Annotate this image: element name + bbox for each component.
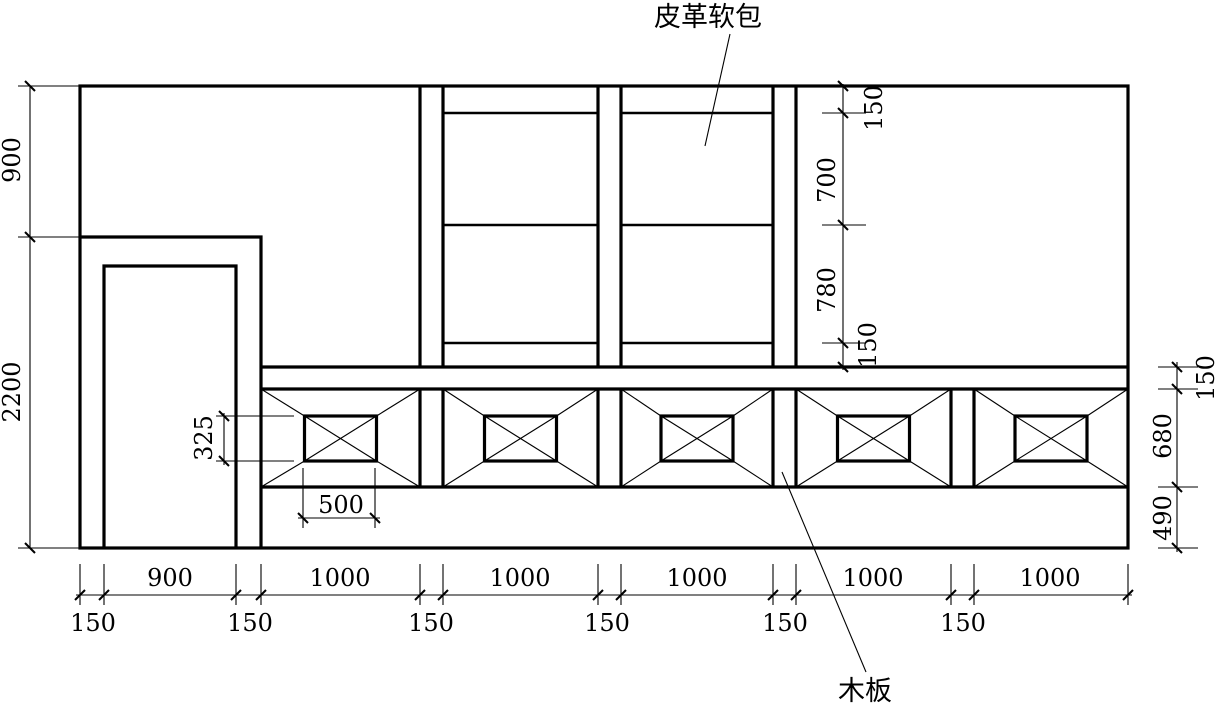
dim-label: 1000 <box>489 564 550 592</box>
panel-diagonal <box>909 460 952 488</box>
left-dimensions: 900 2200 <box>0 80 80 554</box>
dim-label: 150 <box>854 322 882 368</box>
door <box>80 235 263 548</box>
leather-label: 皮革软包 <box>654 2 762 33</box>
dim-tick <box>592 589 604 601</box>
dim-tick <box>615 589 627 601</box>
panel-diagonal <box>973 388 1016 417</box>
panel-diagonal <box>442 388 485 417</box>
dim-325: 325 <box>190 410 294 467</box>
dim-tick <box>437 589 449 601</box>
panel-diagonal <box>795 388 838 417</box>
inner-cross <box>484 415 557 462</box>
inner-panel <box>482 414 559 463</box>
dim-500: 500 <box>297 468 381 528</box>
door-leaf <box>102 264 238 548</box>
panel-diagonal <box>620 460 662 488</box>
inner-panel <box>659 414 735 463</box>
dim-label: 150 <box>762 609 808 637</box>
panel-diagonal <box>1086 388 1129 417</box>
panel-diagonal <box>556 460 599 488</box>
panel-diagonal <box>376 388 421 417</box>
panel-diagonal <box>1086 460 1129 488</box>
dim-tick <box>1122 589 1134 601</box>
dim-label: 700 <box>813 157 841 203</box>
wood-label: 木板 <box>838 676 892 705</box>
inner-cross <box>1014 415 1088 462</box>
dim-label: 325 <box>190 415 218 461</box>
dim-label: 1000 <box>309 564 370 592</box>
panel-diagonal <box>260 460 305 488</box>
dim-label: 1000 <box>666 564 727 592</box>
dim-tick <box>74 589 86 601</box>
dim-label: 680 <box>1149 413 1177 459</box>
panel-diagonal <box>556 388 599 417</box>
dim-tick <box>414 589 426 601</box>
dim-label: 150 <box>408 609 454 637</box>
dim-label: 150 <box>1192 355 1216 401</box>
panel-diagonal <box>732 460 774 488</box>
dim-tick <box>790 589 802 601</box>
dim-tick <box>98 589 110 601</box>
dim-label: 900 <box>147 564 193 592</box>
dim-label: 150 <box>860 85 888 131</box>
panel-diagonal <box>376 460 421 488</box>
dim-label: 150 <box>940 609 986 637</box>
dim-label: 150 <box>70 609 116 637</box>
dim-label: 780 <box>813 267 841 313</box>
dim-label: 490 <box>1149 495 1177 541</box>
wall-outline <box>78 84 1130 550</box>
panel-diagonal <box>442 460 485 488</box>
inner-cross <box>660 415 734 462</box>
dim-tick <box>767 589 779 601</box>
inner-panel <box>1013 414 1089 463</box>
dim-label: 150 <box>584 609 630 637</box>
panel-diagonal <box>620 388 662 417</box>
panel-diagonal <box>260 388 305 417</box>
dim-label: 150 <box>227 609 273 637</box>
dim-label: 900 <box>0 137 26 183</box>
wood-panel-band <box>260 365 1129 489</box>
panel-diagonal <box>973 460 1016 488</box>
inner-panel <box>302 414 379 463</box>
dim-tick <box>968 589 980 601</box>
callout-wood: 木板 <box>781 471 892 705</box>
wood-units <box>260 388 1129 488</box>
inner-right-dimensions: 150 700 780 150 <box>813 80 888 373</box>
dim-tick <box>255 589 267 601</box>
bottom-dimensions: 900 1000 1000 1000 1000 1000 150 150 150… <box>70 564 1134 637</box>
inner-cross <box>837 415 910 462</box>
inner-cross <box>304 415 377 462</box>
callout-leather: 皮革软包 <box>654 2 762 147</box>
dim-label: 2200 <box>0 361 26 422</box>
panel-diagonal <box>909 388 952 417</box>
dim-label: 1000 <box>1019 564 1080 592</box>
inner-panel <box>835 414 912 463</box>
dim-label: 1000 <box>842 564 903 592</box>
panel-diagonal <box>732 388 774 417</box>
far-right-dimensions: 150 680 490 <box>1149 355 1216 554</box>
dim-label: 500 <box>318 491 364 519</box>
panel-diagonal <box>795 460 838 488</box>
dim-tick <box>945 589 957 601</box>
leather-panel-zone <box>418 86 798 367</box>
dim-tick <box>230 589 242 601</box>
door-frame <box>80 235 263 548</box>
